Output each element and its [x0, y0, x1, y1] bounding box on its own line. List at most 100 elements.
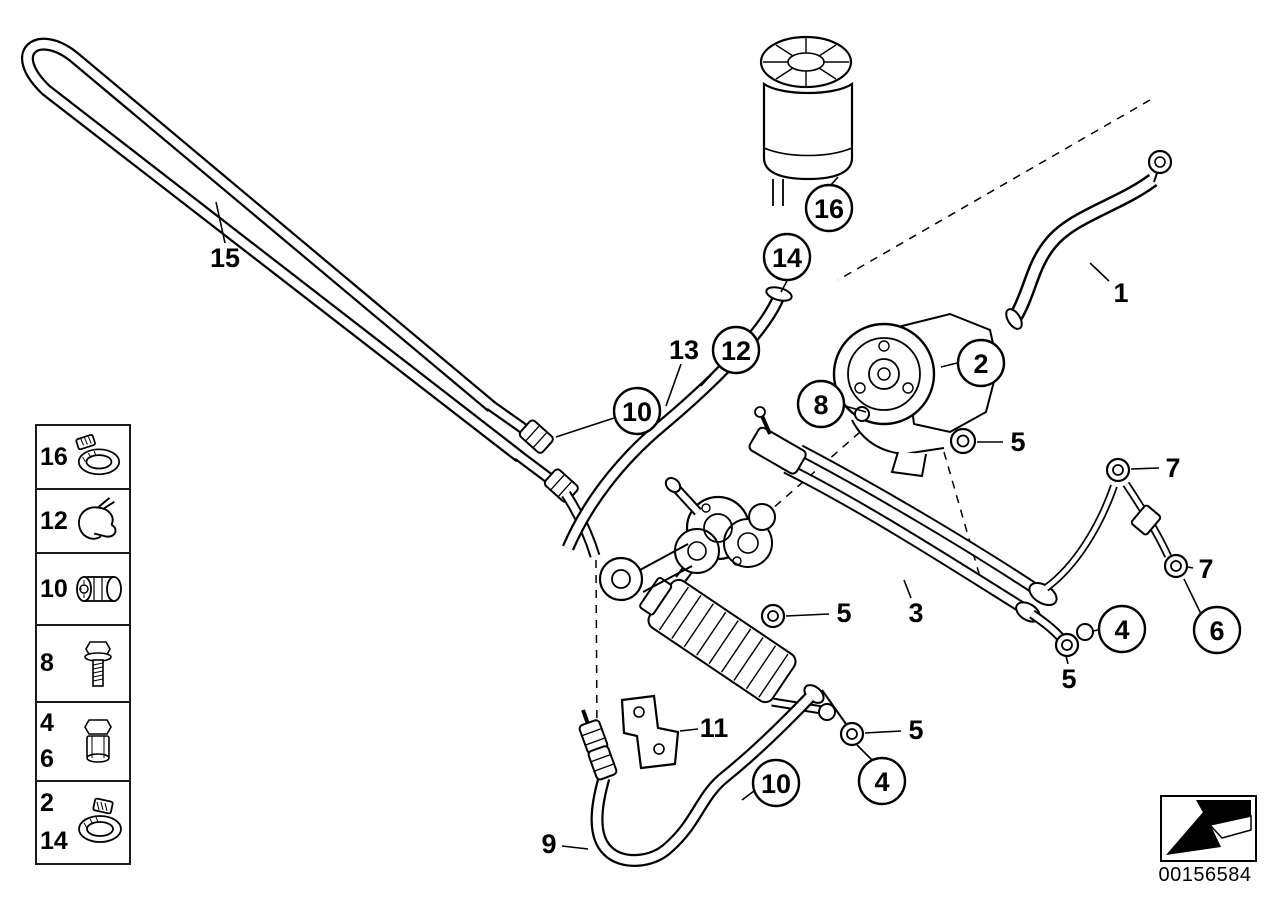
callout-circled-8[interactable]: 8 [796, 379, 867, 429]
return-hose [578, 692, 815, 867]
svg-text:7: 7 [1165, 453, 1180, 483]
hose-end-ring [1147, 149, 1173, 175]
svg-text:10: 10 [622, 397, 652, 427]
svg-text:4: 4 [1114, 615, 1129, 645]
legend-number: 16 [40, 442, 68, 471]
steering-gear [598, 477, 865, 747]
svg-text:14: 14 [772, 243, 802, 273]
legend-row-12: 12 [35, 488, 131, 554]
rubber-sleeve-icon [76, 576, 122, 602]
svg-text:15: 15 [210, 243, 240, 273]
steering-boot [639, 577, 797, 704]
legend-row-8: 8 [35, 624, 131, 703]
callout-13[interactable]: 13 [665, 335, 699, 407]
callout-circled-16[interactable]: 16 [804, 176, 854, 233]
fluid-reservoir [759, 35, 854, 206]
legend-number: 10 [40, 574, 68, 603]
svg-text:1: 1 [1113, 278, 1128, 308]
legend-number: 12 [40, 506, 68, 535]
direction-of-travel-arrow-icon [1166, 800, 1252, 855]
pump-bracket [890, 451, 927, 478]
rubber-sleeve-on-pipe [518, 419, 554, 454]
power-steering-pump [832, 312, 1000, 478]
tie-rod-end [818, 703, 836, 721]
hollow-screw [1130, 504, 1162, 536]
hose-clamp-icon [75, 434, 121, 476]
legend-number: 2 [40, 788, 54, 817]
callout-3[interactable]: 3 [903, 579, 924, 628]
sealing-ring [949, 427, 977, 455]
callout-circled-4[interactable]: 4 [1092, 604, 1147, 654]
legend-number: 6 [40, 745, 54, 774]
callouts: 15 1 13 5 7 7 3 5 [210, 176, 1242, 859]
legend-number: 8 [40, 649, 54, 677]
callout-5[interactable]: 5 [977, 427, 1026, 457]
callout-circled-4[interactable]: 4 [856, 744, 907, 806]
rubber-sleeve-on-pipe [578, 719, 609, 755]
callout-7[interactable]: 7 [1130, 453, 1181, 483]
callout-circled-2[interactable]: 2 [940, 338, 1006, 388]
callout-15[interactable]: 15 [210, 201, 240, 273]
sealing-ring [760, 603, 786, 629]
legend-number: 4 [40, 708, 54, 737]
alignment-dashed-lines [595, 99, 1151, 735]
svg-text:7: 7 [1198, 554, 1213, 584]
svg-text:10: 10 [761, 769, 791, 799]
sealing-ring [1054, 632, 1080, 658]
svg-text:5: 5 [836, 598, 851, 628]
hex-screw-icon [84, 640, 112, 687]
retaining-clip-icon [78, 497, 117, 540]
legend-row-2-14: 2 14 [35, 780, 131, 865]
sealing-ring [1105, 457, 1131, 483]
pump-pulley [832, 322, 936, 426]
svg-text:5: 5 [1010, 427, 1025, 457]
expansion-hose-assembly [748, 406, 1094, 658]
callout-9[interactable]: 9 [541, 829, 589, 859]
hose-clamp [765, 286, 793, 302]
callout-5[interactable]: 5 [785, 598, 852, 628]
hose-open-end [1005, 308, 1023, 330]
svg-text:2: 2 [973, 349, 988, 379]
sealing-ring [1163, 553, 1189, 579]
svg-text:5: 5 [1061, 664, 1076, 694]
callout-circled-14[interactable]: 14 [762, 232, 812, 293]
legend-row-16: 16 [35, 424, 131, 490]
callout-1[interactable]: 1 [1089, 262, 1129, 308]
direction-arrow-box [1160, 795, 1257, 862]
svg-text:13: 13 [669, 335, 699, 365]
hose-junction-block [748, 426, 807, 475]
hose-clamp-icon [78, 797, 122, 843]
callout-circled-10[interactable]: 10 [741, 758, 801, 808]
holder-bracket [620, 694, 680, 770]
parts-legend: 16 12 10 [35, 424, 131, 865]
return-hose-to-reservoir [562, 286, 793, 551]
input-shaft [664, 477, 682, 493]
callout-circled-6[interactable]: 6 [1183, 578, 1242, 655]
callout-5[interactable]: 5 [1061, 655, 1077, 694]
callout-7[interactable]: 7 [1187, 554, 1214, 584]
callout-circled-12[interactable]: 12 [700, 325, 761, 387]
legend-row-10: 10 [35, 552, 131, 626]
suction-hose [1005, 149, 1173, 330]
callout-5[interactable]: 5 [864, 715, 924, 745]
svg-text:3: 3 [908, 598, 923, 628]
svg-text:6: 6 [1209, 616, 1224, 646]
banjo-bolt-icon [84, 718, 112, 763]
callout-circled-10[interactable]: 10 [555, 386, 662, 438]
svg-text:12: 12 [721, 336, 751, 366]
rubber-sleeve-on-pipe [587, 745, 618, 781]
reservoir-body [762, 81, 854, 181]
svg-text:9: 9 [541, 829, 556, 859]
gear-mount [598, 556, 644, 602]
diagram-number: 00156584 [1158, 864, 1252, 886]
legend-number: 14 [40, 827, 68, 856]
banjo-bolt [1076, 623, 1094, 641]
sealing-ring [839, 721, 865, 747]
reservoir-cap-fins [763, 38, 849, 86]
svg-text:11: 11 [700, 713, 729, 743]
svg-text:5: 5 [908, 715, 923, 745]
callout-11[interactable]: 11 [679, 713, 729, 743]
svg-text:8: 8 [813, 390, 828, 420]
